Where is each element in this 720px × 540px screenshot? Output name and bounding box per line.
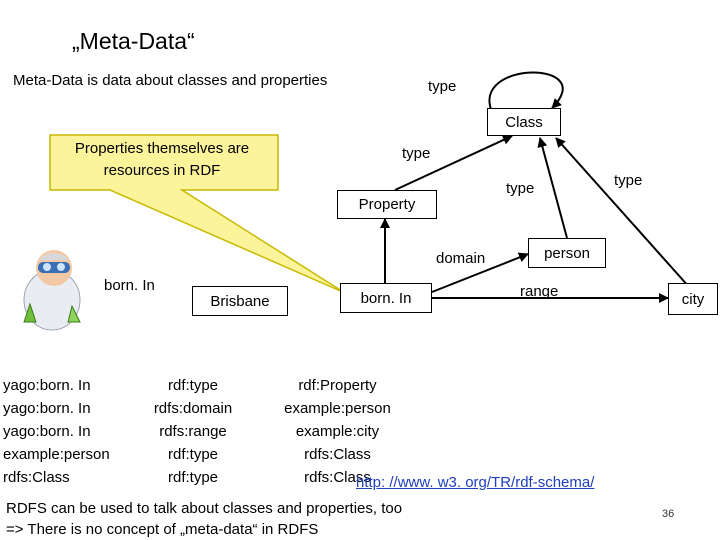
node-person: person (528, 238, 606, 268)
edge-label-type-city: type (614, 172, 643, 189)
page-number: 36 (662, 508, 675, 520)
callout-text: Properties themselves are resources in R… (52, 138, 272, 182)
triples-subjects: yago:born. In yago:born. In yago:born. I… (3, 374, 110, 489)
edge-label-type-person: type (506, 180, 535, 197)
triple-subject: rdfs:Class (3, 469, 70, 486)
edge-property-class (394, 135, 513, 191)
footer-line-1: RDFS can be used to talk about classes a… (6, 500, 403, 517)
footer-text: RDFS can be used to talk about classes a… (6, 498, 402, 540)
triple-object: example:person (284, 400, 391, 417)
triple-predicate: rdf:type (167, 469, 219, 486)
triple-predicate: rdf:type (167, 446, 219, 463)
node-city: city (668, 283, 718, 315)
triple-subject: example:person (3, 446, 110, 463)
triple-subject: yago:born. In (3, 377, 91, 394)
slide-subtitle: Meta-Data is data about classes and prop… (13, 72, 328, 89)
edge-label-range: range (520, 283, 559, 300)
triple-object: rdfs:Class (304, 469, 371, 486)
label-bornin-left: born. In (104, 277, 155, 294)
triple-object: rdfs:Class (304, 446, 371, 463)
callout-line-1: Properties themselves are (74, 140, 250, 157)
edge-domain (431, 252, 529, 293)
type-self-loop (488, 71, 564, 113)
node-property: Property (337, 190, 437, 219)
node-class: Class (487, 108, 561, 136)
edge-city-class (555, 137, 691, 289)
footer-line-2: => There is no concept of „meta-data“ in… (6, 521, 319, 538)
rdf-schema-link[interactable]: http: //www. w3. org/TR/rdf-schema/ (356, 474, 595, 491)
callout-balloon (49, 134, 346, 294)
triples-predicates: rdf:type rdfs:domain rdfs:range rdf:type… (143, 374, 243, 489)
edge-label-type-self: type (428, 78, 457, 95)
triple-object: rdf:Property (298, 377, 377, 394)
triple-subject: yago:born. In (3, 423, 91, 440)
edge-person-class (537, 137, 568, 239)
slide-title: „Meta-Data“ (72, 28, 195, 54)
triple-predicate: rdfs:domain (153, 400, 233, 417)
node-brisbane: Brisbane (192, 286, 288, 316)
edge-label-type-property: type (402, 145, 431, 162)
triple-subject: yago:born. In (3, 400, 91, 417)
node-bornin: born. In (340, 283, 432, 313)
triples-objects: rdf:Property example:person example:city… (270, 374, 405, 489)
triple-object: example:city (295, 423, 380, 440)
edge-label-domain: domain (436, 250, 486, 267)
scientist-icon (5, 248, 97, 332)
triple-predicate: rdf:type (167, 377, 219, 394)
triple-predicate: rdfs:range (159, 423, 227, 440)
callout-line-2: resources in RDF (103, 162, 221, 179)
